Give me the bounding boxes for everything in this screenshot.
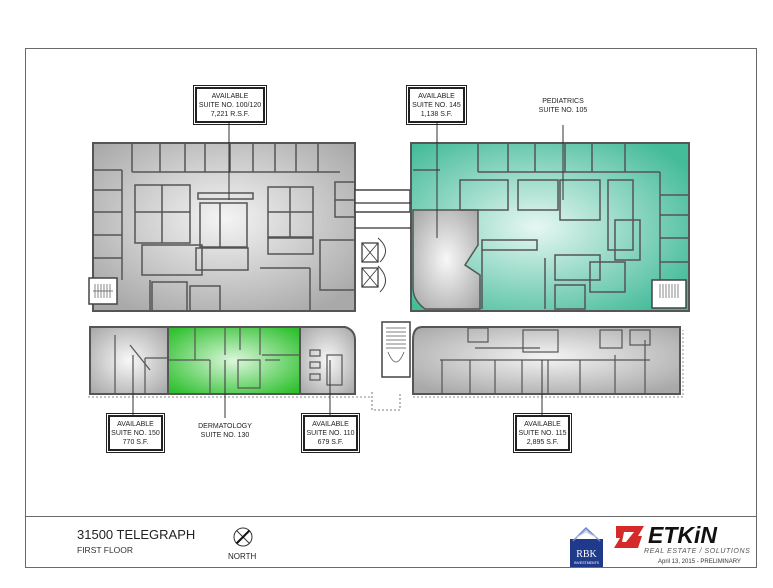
- label-suite-105-pediatrics[interactable]: PEDIATRICS SUITE NO. 105: [533, 97, 593, 115]
- etkin-logo-icon: [614, 526, 644, 548]
- suite-130-dermatology-area[interactable]: [167, 326, 301, 395]
- suite-115-area[interactable]: [412, 326, 684, 398]
- svg-text:INVESTMENTS: INVESTMENTS: [574, 561, 600, 565]
- building-title: 31500 TELEGRAPH: [77, 527, 196, 542]
- suite-area: 7,221 R.S.F.: [210, 111, 250, 118]
- callout-suite-100-120[interactable]: AVAILABLE SUITE NO. 100/120 7,221 R.S.F.: [193, 85, 267, 125]
- suite-110-area[interactable]: [299, 326, 356, 395]
- suite-status: AVAILABLE: [211, 93, 249, 100]
- elevator-core: [354, 189, 411, 293]
- north-label: NORTH: [228, 552, 257, 561]
- suite-number: SUITE NO. 100/120: [198, 102, 262, 109]
- suite-tenant: DERMATOLOGY: [198, 423, 252, 430]
- suite-150-area[interactable]: [89, 326, 169, 395]
- rbk-logo: RBK INVESTMENTS: [570, 526, 603, 567]
- etkin-tagline: REAL ESTATE / SOLUTIONS: [644, 548, 751, 555]
- suite-area: 679 S.F.: [317, 439, 344, 446]
- suite-number: SUITE NO. 130: [200, 432, 250, 439]
- suite-number: SUITE NO. 115: [518, 430, 567, 437]
- suite-number: SUITE NO. 110: [306, 430, 355, 437]
- suite-number: SUITE NO. 145: [412, 102, 461, 109]
- callout-suite-150[interactable]: AVAILABLE SUITE NO. 150 770 S.F.: [106, 413, 165, 453]
- suite-tenant: PEDIATRICS: [542, 98, 584, 105]
- north-arrow-icon: [233, 527, 253, 547]
- floor-label: FIRST FLOOR: [77, 545, 134, 555]
- suite-area: 2,895 S.F.: [526, 439, 559, 446]
- suite-status: AVAILABLE: [524, 421, 561, 428]
- label-suite-130-dermatology[interactable]: DERMATOLOGY SUITE NO. 130: [193, 422, 257, 440]
- suite-105-walls: [413, 143, 689, 310]
- stair-central: [371, 321, 411, 411]
- title-block-divider: [25, 516, 757, 517]
- callout-suite-115[interactable]: AVAILABLE SUITE NO. 115 2,895 S.F.: [513, 413, 572, 453]
- etkin-wordmark: ETKiN: [648, 522, 717, 548]
- date-note: April 13, 2015 - PRELIMINARY: [658, 559, 741, 565]
- suite-status: AVAILABLE: [312, 421, 349, 428]
- callout-suite-145[interactable]: AVAILABLE SUITE NO. 145 1,138 S.F.: [406, 85, 467, 125]
- suite-145-area[interactable]: [412, 209, 481, 310]
- suite-area: 1,138 S.F.: [420, 111, 453, 118]
- suite-status: AVAILABLE: [117, 421, 154, 428]
- callout-suite-110[interactable]: AVAILABLE SUITE NO. 110 679 S.F.: [301, 413, 360, 453]
- suite-area: 770 S.F.: [122, 439, 149, 446]
- suite-number: SUITE NO. 150: [111, 430, 160, 437]
- suite-100-120-area[interactable]: [88, 142, 356, 312]
- rbk-text: RBK: [576, 549, 597, 560]
- callout-leaders: [132, 123, 564, 418]
- suite-status: AVAILABLE: [418, 93, 455, 100]
- suite-number: SUITE NO. 105: [538, 107, 588, 114]
- drawing-frame: [25, 48, 757, 568]
